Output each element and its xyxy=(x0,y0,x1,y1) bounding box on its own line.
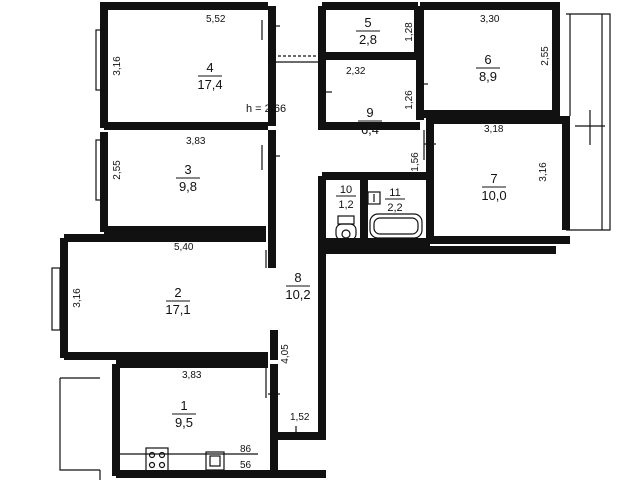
room-4-label: 4 17,4 xyxy=(197,60,222,92)
dim-56: 56 xyxy=(240,460,252,471)
room-1-label: 1 9,5 xyxy=(172,398,196,430)
room-area: 9,5 xyxy=(175,415,193,430)
dim-room4-width: 5,52 xyxy=(206,14,226,25)
room-5-label: 5 2,8 xyxy=(356,15,380,47)
room-7-label: 7 10,0 xyxy=(481,171,506,203)
room-3-label: 3 9,8 xyxy=(176,162,200,194)
dim-room9-height: 1,26 xyxy=(404,90,415,110)
dim-room7-height: 3,16 xyxy=(538,162,549,182)
room-9-label: 9 6,4 xyxy=(358,105,382,137)
room-number: 10 xyxy=(340,184,352,196)
room-area: 1,2 xyxy=(338,199,353,211)
room-number: 4 xyxy=(206,60,213,75)
dim-room3-width: 3,83 xyxy=(186,136,206,147)
room-2-label: 2 17,1 xyxy=(165,285,190,317)
room-area: 17,1 xyxy=(165,302,190,317)
dim-room3-height: 2,55 xyxy=(112,160,123,180)
room-number: 5 xyxy=(364,15,371,30)
wall-details xyxy=(51,13,611,480)
dim-room1-width: 3,83 xyxy=(182,370,202,381)
room-number: 2 xyxy=(174,285,181,300)
room-area: 17,4 xyxy=(197,77,222,92)
dimension-labels: 5,52 3,16 1,28 3,30 2,55 2,32 1,26 h = 2… xyxy=(72,14,551,471)
room-number: 6 xyxy=(484,52,491,67)
room-number: 8 xyxy=(294,270,301,285)
room-area: 10,2 xyxy=(285,287,310,302)
dim-room6-width: 3,30 xyxy=(480,14,500,25)
dim-86: 86 xyxy=(240,444,252,455)
dim-room6-height: 2,55 xyxy=(540,46,551,66)
room-8-label: 8 10,2 xyxy=(285,270,310,302)
room-area: 2,2 xyxy=(387,202,402,214)
room-area: 6,4 xyxy=(361,122,379,137)
dim-room9-width: 2,32 xyxy=(346,66,366,77)
room-area: 8,9 xyxy=(479,69,497,84)
room-area: 9,8 xyxy=(179,179,197,194)
room-number: 9 xyxy=(366,105,373,120)
dim-room2-width: 5,40 xyxy=(174,242,194,253)
dim-room5-height: 1,28 xyxy=(404,22,415,42)
room-6-label: 6 8,9 xyxy=(476,52,500,84)
dim-room2-height: 3,16 xyxy=(72,288,83,308)
dim-room7-width: 3,18 xyxy=(484,124,504,135)
room-number: 7 xyxy=(490,171,497,186)
dim-room4-height: 3,16 xyxy=(112,56,123,76)
room-area: 10,0 xyxy=(481,188,506,203)
room-11-label: 11 2,2 xyxy=(385,187,405,214)
dim-corridor-width: 1,52 xyxy=(290,412,310,423)
room-area: 2,8 xyxy=(359,32,377,47)
ceiling-height: h = 2,66 xyxy=(246,103,286,115)
room-number: 1 xyxy=(180,398,187,413)
room-number: 3 xyxy=(184,162,191,177)
room-10-label: 10 1,2 xyxy=(336,184,356,211)
dim-hall-depth: 1,56 xyxy=(410,152,421,172)
room-number: 11 xyxy=(389,187,400,199)
dim-corridor-length: 4,05 xyxy=(280,344,291,364)
